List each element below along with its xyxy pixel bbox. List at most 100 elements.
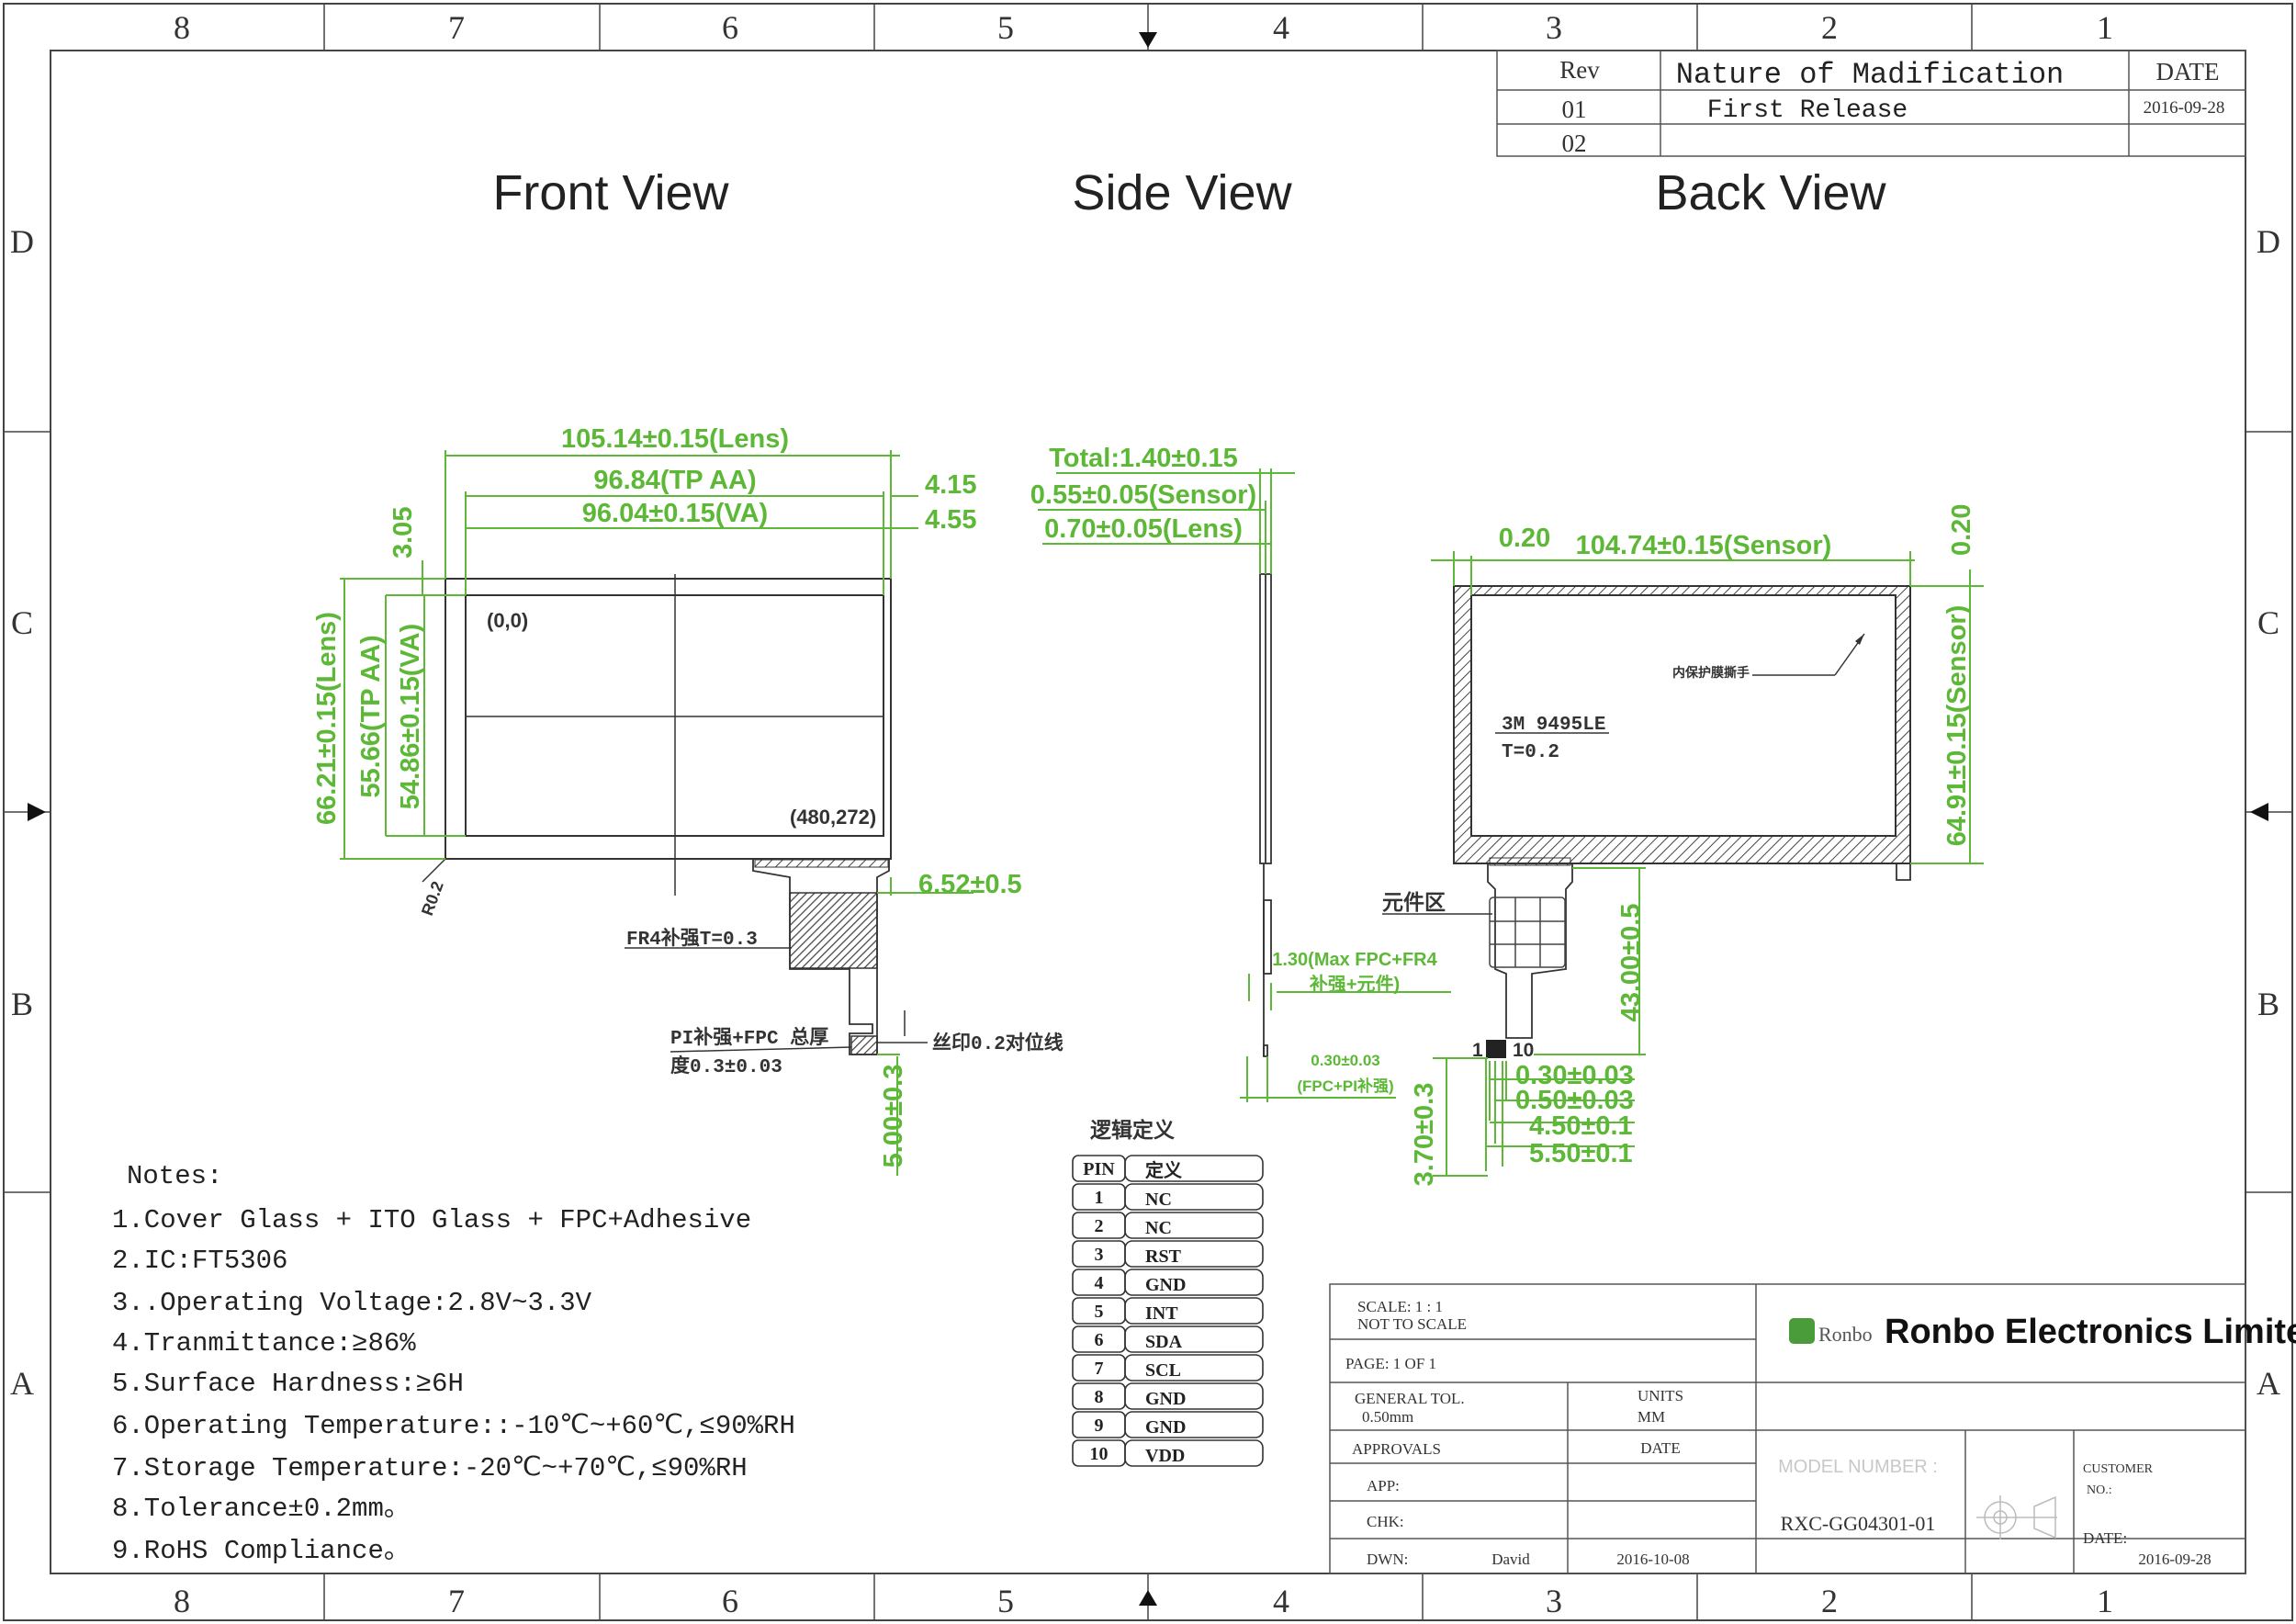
release-date: 2016-09-28: [2138, 1551, 2211, 1568]
units-value: MM: [1638, 1408, 1665, 1426]
col-label: 8: [174, 9, 190, 46]
row-label: B: [11, 986, 33, 1022]
pin-function: VDD: [1145, 1446, 1185, 1466]
pin-number: 5: [1095, 1302, 1104, 1322]
approvals-label: APPROVALS: [1352, 1440, 1441, 1458]
adhesive-tape-label: 3M 9495LE: [1502, 715, 1605, 736]
corner-label: (480,272): [790, 806, 876, 829]
rev-date: 2016-09-28: [2144, 98, 2225, 118]
pin-function: GND: [1145, 1389, 1186, 1409]
drawn-date: 2016-10-08: [1616, 1551, 1689, 1568]
pitch-030-dim: 0.30±0.03: [1515, 1061, 1634, 1090]
tpaa-height-dim: 55.66(TP AA): [356, 635, 386, 797]
pin-function: SDA: [1145, 1332, 1183, 1352]
col-label: 5: [997, 9, 1014, 46]
max-fpc-dim-2: 补强+元件): [1309, 973, 1400, 995]
offset-020-dim: 0.20: [1499, 524, 1550, 553]
lens-width-dim: 105.14±0.15(Lens): [561, 424, 789, 454]
not-to-scale-label: NOT TO SCALE: [1357, 1315, 1467, 1333]
rev-header: Rev: [1559, 56, 1600, 84]
ronbo-logo: Ronbo: [1789, 1318, 1873, 1346]
pin-function: INT: [1145, 1303, 1178, 1324]
pin-number: 3: [1095, 1245, 1104, 1265]
pin-row: 1 NC: [1072, 1183, 1264, 1211]
chk-label: CHK:: [1367, 1513, 1404, 1530]
row-label: D: [10, 223, 34, 260]
col-label: 2: [1821, 9, 1838, 46]
radius-label: R0.2: [418, 879, 447, 919]
drawing-frame: 8 7 6 5 4 3 2 1 8 7 6 5 4 3 2 1 D C B A …: [3, 3, 2293, 1621]
customer-no-label: NO.:: [2087, 1483, 2112, 1497]
page-label: PAGE: 1 OF 1: [1345, 1355, 1436, 1372]
rev-number: 02: [1562, 130, 1587, 157]
offset-020-dim-2: 0.20: [1947, 504, 1976, 556]
pitch-050-dim: 0.50±0.03: [1515, 1086, 1634, 1115]
sensor-thickness-dim: 0.55±0.05(Sensor): [1030, 480, 1256, 510]
pin-number: 1: [1095, 1188, 1104, 1208]
dwn-label: DWN:: [1367, 1551, 1408, 1568]
pin-number: 2: [1095, 1216, 1104, 1236]
row-label: A: [10, 1365, 34, 1402]
total-thickness-dim: Total:1.40±0.15: [1049, 444, 1238, 473]
pin-number: 8: [1095, 1387, 1104, 1407]
col-label: 7: [448, 9, 465, 46]
col-label: 6: [722, 1583, 738, 1619]
logo-wordmark: Ronbo: [1818, 1323, 1873, 1346]
pin-function: 定义: [1145, 1159, 1182, 1181]
offset-455-dim: 4.55: [925, 505, 976, 535]
units-label: UNITS: [1638, 1387, 1683, 1404]
pin-function: GND: [1145, 1275, 1186, 1295]
col-label: 5: [997, 1583, 1014, 1619]
pin-function: NC: [1145, 1190, 1172, 1210]
pin-row: 9 GND: [1072, 1411, 1264, 1438]
modification-header: Nature of Madification: [1676, 58, 2064, 92]
tpaa-width-dim: 96.84(TP AA): [593, 466, 756, 495]
date-label: DATE:: [2083, 1529, 2127, 1547]
silkscreen-label: 丝印0.2对位线: [932, 1032, 1064, 1055]
rev-number: 01: [1562, 96, 1587, 123]
note-item: 5.Surface Hardness:≥6H: [112, 1369, 464, 1399]
pin-function: NC: [1145, 1218, 1172, 1238]
note-item: 1.Cover Glass + ITO Glass + FPC+Adhesive: [112, 1205, 751, 1235]
pin-number: 10: [1090, 1444, 1109, 1464]
pin1-label: 1: [1472, 1040, 1483, 1061]
row-label: B: [2257, 986, 2279, 1022]
offset-305-dim: 3.05: [388, 507, 418, 558]
tail-length-dim: 5.00±0.3: [879, 1065, 908, 1168]
col-label: 4: [1273, 9, 1289, 46]
approvals-date-header: DATE: [1640, 1439, 1680, 1457]
max-fpc-dim: 1.30(Max FPC+FR4: [1272, 950, 1437, 970]
model-number-label: MODEL NUMBER :: [1778, 1457, 1938, 1477]
notes: Notes: 1.Cover Glass + ITO Glass + FPC+A…: [112, 1161, 795, 1566]
offset-415-dim: 4.15: [925, 470, 976, 500]
scale-label: SCALE: 1 : 1: [1357, 1298, 1443, 1315]
fpc-length-dim: 43.00±0.5: [1616, 904, 1646, 1022]
pin-number: 4: [1095, 1273, 1104, 1293]
pin-row: 10 VDD: [1072, 1439, 1264, 1467]
row-label: D: [2257, 223, 2280, 260]
col-label: 2: [1821, 1583, 1838, 1619]
drawn-by-name: David: [1491, 1551, 1530, 1568]
sensor-height-dim: 64.91±0.15(Sensor): [1942, 605, 1972, 847]
notes-title: Notes:: [127, 1161, 222, 1191]
general-tolerance-label: GENERAL TOL.: [1355, 1390, 1465, 1407]
pin-row: 8 GND: [1072, 1382, 1264, 1410]
pin-row: 2 NC: [1072, 1212, 1264, 1239]
pin-function: SCL: [1145, 1360, 1181, 1381]
width-550-dim: 5.50±0.1: [1529, 1139, 1633, 1168]
col-label: 7: [448, 1583, 465, 1619]
pin-number: 9: [1095, 1415, 1104, 1436]
pin-function: GND: [1145, 1417, 1186, 1438]
note-item: 9.RoHS Compliance。: [112, 1536, 411, 1566]
pin10-label: 10: [1513, 1040, 1534, 1061]
projection-symbol-icon: [1976, 1495, 2057, 1539]
col-label: 6: [722, 9, 738, 46]
pi-thickness-label: PI补强+FPC 总厚: [670, 1026, 828, 1050]
col-label: 8: [174, 1583, 190, 1619]
va-height-dim: 54.86±0.15(VA): [396, 624, 425, 809]
note-item: 8.Tolerance±0.2mm。: [112, 1494, 411, 1524]
